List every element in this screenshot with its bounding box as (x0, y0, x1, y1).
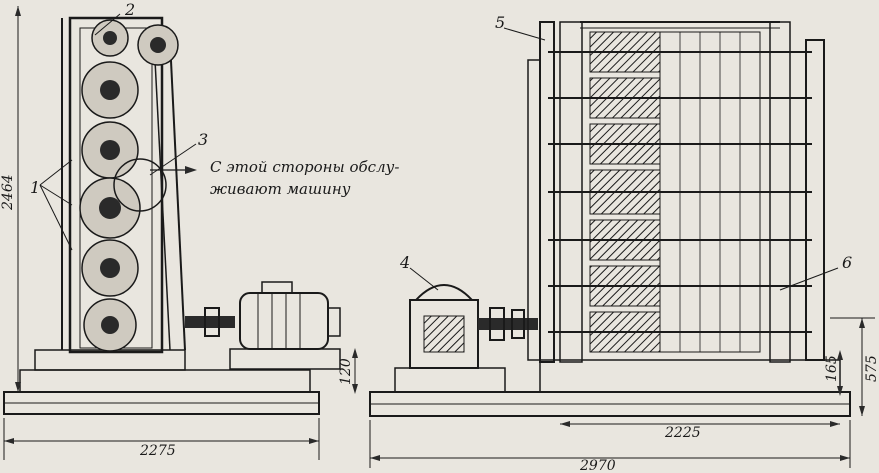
front-view-gearbox (409, 284, 538, 369)
callout-4: 4 (399, 253, 410, 272)
side-view-rolls (79, 19, 179, 352)
side-view-base (3, 349, 320, 415)
front-view-shafts (548, 51, 812, 333)
front-view (369, 21, 875, 468)
side-view-motor (185, 281, 341, 370)
dim-2225: 2225 (664, 425, 701, 441)
dim-2464: 2464 (0, 174, 16, 211)
callout-2: 2 (124, 0, 135, 19)
side-view-leaders (39, 13, 197, 251)
callout-1: 1 (30, 178, 40, 197)
callout-5: 5 (495, 13, 505, 32)
callout-6: 6 (842, 253, 852, 272)
side-view-dimensions (3, 6, 358, 460)
dim-2275: 2275 (139, 443, 176, 459)
front-view-leaders (409, 27, 839, 291)
callout-3: 3 (198, 130, 208, 149)
dim-2970: 2970 (579, 458, 616, 473)
note-line-1: С этой стороны обслу- (210, 158, 399, 176)
dim-120: 120 (338, 358, 354, 385)
dim-165: 165 (824, 355, 840, 382)
dim-575: 575 (864, 355, 879, 382)
note-line-2: живают машину (210, 180, 351, 198)
front-view-dimensions (369, 317, 875, 468)
side-view (3, 6, 358, 460)
